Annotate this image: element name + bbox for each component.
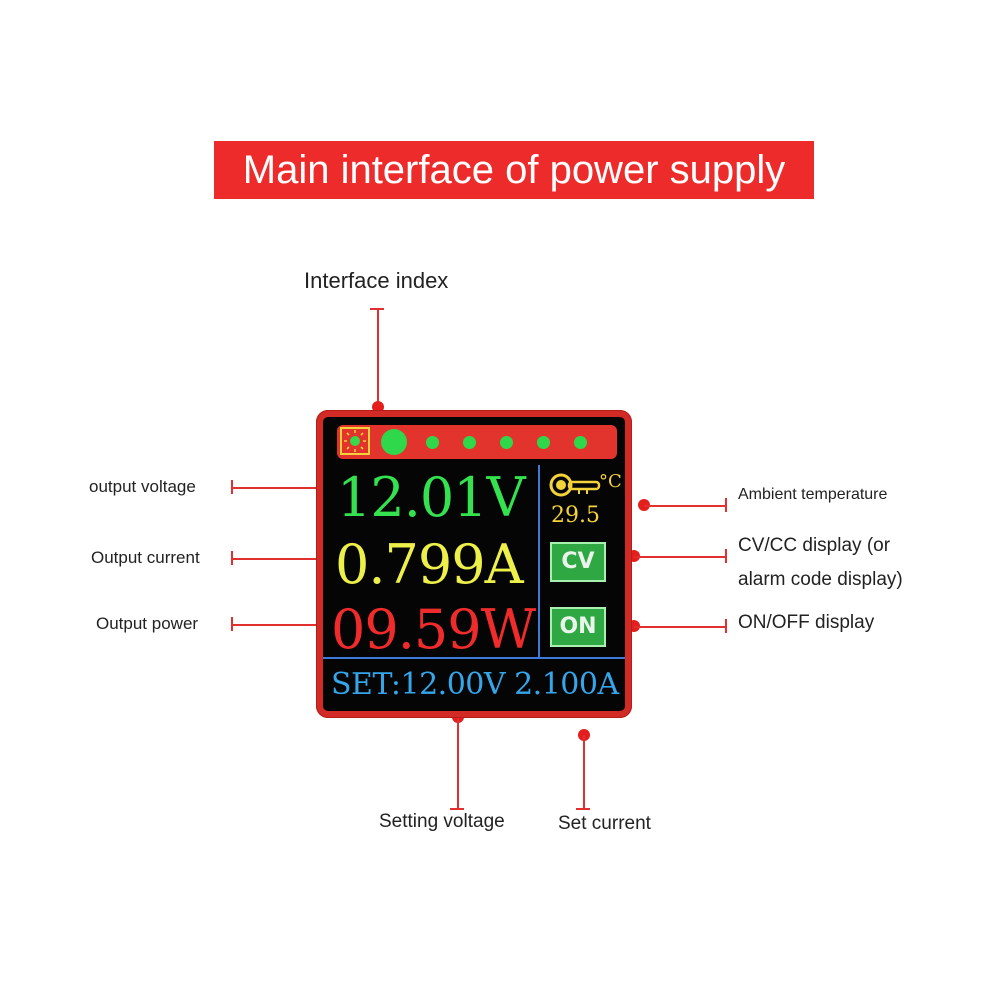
temperature-unit: °C bbox=[599, 471, 622, 492]
label-cv-cc-line2: alarm code display) bbox=[738, 569, 903, 590]
callout-line bbox=[377, 308, 379, 404]
label-output-power: Output power bbox=[96, 614, 199, 633]
index-dot bbox=[426, 436, 439, 449]
cv-cc-badge: CV bbox=[550, 542, 606, 582]
sun-icon bbox=[340, 427, 370, 455]
output-power-reading: 09.59W bbox=[331, 598, 536, 661]
callout-line bbox=[231, 558, 323, 560]
lcd-screen: 12.01V 0.799A 09.59W °C 29.5 CV ON SET:1… bbox=[323, 417, 625, 711]
set-values-line: SET:12.00V 2.100A bbox=[331, 667, 619, 702]
label-output-voltage: output voltage bbox=[89, 477, 196, 496]
power-supply-display: 12.01V 0.799A 09.59W °C 29.5 CV ON SET:1… bbox=[316, 410, 632, 718]
interface-index-bar bbox=[337, 425, 617, 459]
thermometer-icon bbox=[549, 471, 601, 504]
label-ambient-temperature: Ambient temperature bbox=[738, 486, 888, 503]
callout-line bbox=[457, 717, 459, 810]
label-cv-cc-line1: CV/CC display (or bbox=[738, 535, 891, 556]
output-current-reading: 0.799A bbox=[335, 533, 524, 596]
callout-line bbox=[231, 487, 323, 489]
index-dot-active bbox=[381, 429, 407, 455]
label-setting-voltage: Setting voltage bbox=[379, 811, 505, 832]
callout-line bbox=[634, 556, 726, 558]
index-dot bbox=[463, 436, 476, 449]
label-on-off: ON/OFF display bbox=[738, 612, 875, 633]
callout-line bbox=[644, 505, 726, 507]
vertical-divider bbox=[538, 465, 540, 657]
ambient-temperature-reading: 29.5 bbox=[551, 503, 600, 528]
title-banner: Main interface of power supply bbox=[214, 141, 814, 199]
index-dot bbox=[574, 436, 587, 449]
callout-cap bbox=[725, 549, 727, 563]
on-off-badge: ON bbox=[550, 607, 606, 647]
callout-line bbox=[583, 735, 585, 810]
callout-line bbox=[231, 624, 323, 626]
callout-cap bbox=[725, 498, 727, 512]
callout-cap bbox=[450, 808, 464, 810]
horizontal-divider bbox=[323, 657, 625, 659]
index-dot bbox=[500, 436, 513, 449]
callout-line bbox=[634, 626, 726, 628]
label-set-current: Set current bbox=[558, 813, 651, 834]
label-output-current: Output current bbox=[91, 548, 200, 567]
callout-cap bbox=[725, 619, 727, 633]
index-dot bbox=[537, 436, 550, 449]
label-interface-index: Interface index bbox=[304, 268, 449, 293]
callout-cap bbox=[576, 808, 590, 810]
output-voltage-reading: 12.01V bbox=[337, 466, 526, 529]
